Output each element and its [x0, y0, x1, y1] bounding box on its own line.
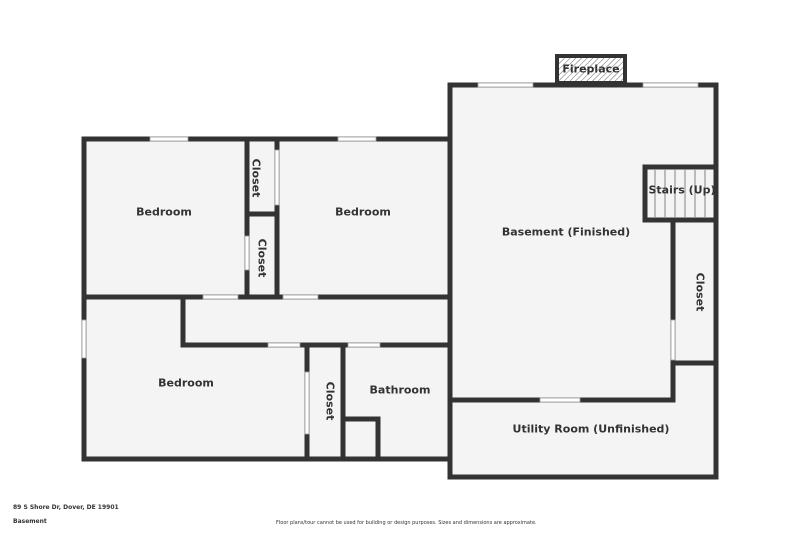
room-label-bedroom: Bedroom [136, 205, 192, 219]
address: 89 S Shore Dr, Dover, DE 19901 [13, 504, 119, 511]
outer-wall [81, 82, 719, 480]
room-label-closet: Closet [323, 381, 337, 421]
room-label-bedroom: Bedroom [335, 205, 391, 219]
floor-name: Basement [13, 518, 47, 525]
fireplace-label: Fireplace [562, 62, 620, 76]
room-label-bathroom: Bathroom [369, 383, 431, 397]
room-label-closet: Closet [255, 238, 269, 278]
room-label-basement: Basement (Finished) [501, 225, 631, 239]
room-label-closet: Closet [249, 158, 263, 198]
room-label-utility: Utility Room (Unfinished) [512, 422, 670, 436]
room-label-stairs: Stairs (Up) [648, 183, 716, 197]
room-label-bedroom: Bedroom [158, 376, 214, 390]
room-label-closet: Closet [693, 272, 707, 312]
windows-doors [81, 82, 699, 435]
fireplace [555, 54, 627, 85]
disclaimer: Floor plans/tour cannot be used for buil… [276, 520, 537, 526]
